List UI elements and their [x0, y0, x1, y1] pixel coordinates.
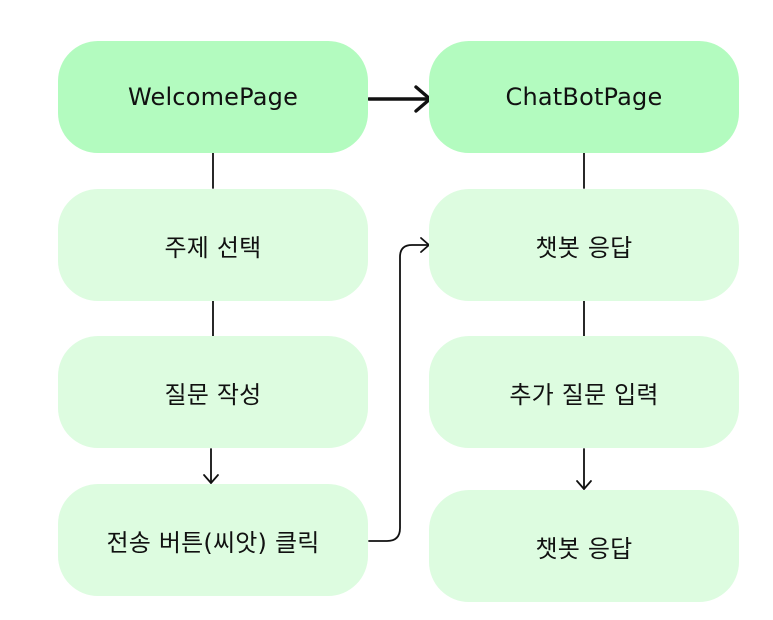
arrow-send-to-response	[368, 237, 430, 542]
arrow-welcome-to-chatbot	[367, 85, 432, 113]
chatbot-response-node-2: 챗봇 응답	[429, 490, 739, 602]
write-question-node: 질문 작성	[58, 336, 368, 448]
chatbot-response-node-1: 챗봇 응답	[429, 189, 739, 301]
welcome-page-label: WelcomePage	[127, 83, 299, 111]
write-question-label: 질문 작성	[164, 380, 262, 409]
chatbot-page-label: ChatBotPage	[505, 83, 663, 111]
topic-select-label: 주제 선택	[164, 233, 262, 262]
chatbot-page-node: ChatBotPage	[429, 41, 739, 153]
arrow-more-to-response	[576, 448, 592, 490]
send-click-label: 전송 버튼(씨앗) 클릭	[106, 528, 320, 557]
welcome-page-node: WelcomePage	[58, 41, 368, 153]
additional-question-node: 추가 질문 입력	[429, 336, 739, 448]
chatbot-response-label-2: 챗봇 응답	[535, 534, 633, 563]
arrow-question-to-send	[203, 448, 219, 484]
chatbot-response-label-1: 챗봇 응답	[535, 233, 633, 262]
additional-question-label: 추가 질문 입력	[509, 380, 659, 409]
topic-select-node: 주제 선택	[58, 189, 368, 301]
send-click-node: 전송 버튼(씨앗) 클릭	[58, 484, 368, 596]
